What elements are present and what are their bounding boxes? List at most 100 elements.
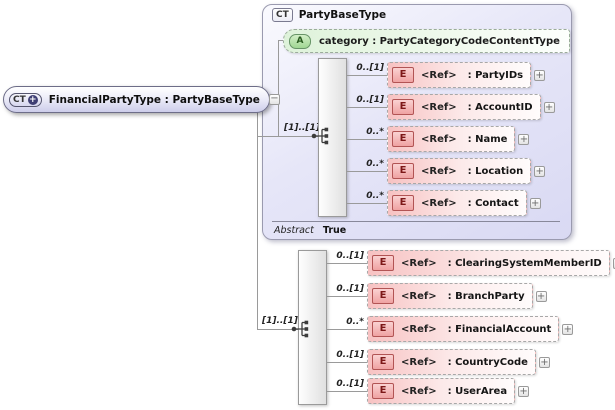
element-box-accountid[interactable]: E <Ref> : AccountID (387, 94, 541, 120)
branch-line: 0..[1] (326, 283, 367, 309)
collapse-button[interactable]: − (268, 93, 280, 105)
element-box-clearingsystemmemberid[interactable]: E <Ref> : ClearingSystemMemberID (367, 250, 610, 276)
sequence-bar-local[interactable] (298, 250, 327, 405)
complex-type-icon-label: CT (13, 94, 26, 105)
cardinality-label: 0..* (346, 317, 364, 327)
element-ref: <Ref> (401, 356, 437, 368)
element-row-clearingsystemmemberid: 0..[1] E <Ref> : ClearingSystemMemberID … (326, 250, 615, 276)
abstract-row: Abstract True (274, 225, 346, 236)
element-box-branchparty[interactable]: E <Ref> : BranchParty (367, 283, 533, 309)
element-ref: <Ref> (421, 69, 457, 81)
branch-line: 0..[1] (346, 94, 387, 120)
expand-button[interactable]: + (538, 356, 550, 368)
cardinality-label: 0..* (366, 191, 384, 201)
element-name: : Contact (467, 197, 519, 209)
connector-basetype-line (258, 136, 318, 137)
root-element-label: FinancialPartyType : PartyBaseType (48, 93, 260, 106)
element-icon: E (392, 163, 414, 179)
element-row-contact: 0..* E <Ref> : Contact + (346, 190, 541, 216)
element-box-financialaccount[interactable]: E <Ref> : FinancialAccount (367, 316, 560, 342)
branch-line: 0..* (346, 126, 387, 152)
connector-attr-line (278, 40, 279, 137)
element-box-location[interactable]: E <Ref> : Location (387, 158, 532, 184)
expand-button[interactable]: + (535, 290, 547, 302)
element-row-financialaccount: 0..* E <Ref> : FinancialAccount + (326, 316, 574, 342)
element-icon: E (372, 255, 394, 271)
basetype-header: CT PartyBaseType (272, 8, 386, 22)
element-row-userarea: 0..[1] E <Ref> : UserArea + (326, 378, 530, 404)
element-row-partyids: 0..[1] E <Ref> : PartyIDs + (346, 62, 546, 88)
element-icon: E (392, 195, 414, 211)
cardinality-label: 0..[1] (356, 63, 384, 73)
connector-trunk-line (257, 99, 258, 330)
derived-type-icon: + (27, 94, 38, 105)
branch-line: 0..* (326, 316, 367, 342)
element-name: : FinancialAccount (447, 323, 552, 335)
root-element[interactable]: CT + FinancialPartyType : PartyBaseType … (3, 86, 280, 113)
element-box-userarea[interactable]: E <Ref> : UserArea (367, 378, 516, 404)
element-ref: <Ref> (421, 101, 457, 113)
cardinality-label: 0..[1] (336, 379, 364, 389)
attribute-box-category[interactable]: A category : PartyCategoryCodeContentTyp… (283, 29, 570, 53)
element-icon: E (372, 321, 394, 337)
connector-sequence-line (258, 329, 298, 330)
expand-button[interactable]: + (534, 69, 546, 81)
expand-button[interactable]: + (529, 197, 541, 209)
element-name: : BranchParty (447, 290, 525, 302)
sequence-bar-basetype[interactable] (318, 58, 347, 217)
element-row-countrycode: 0..[1] E <Ref> : CountryCode + (326, 349, 550, 375)
element-box-name[interactable]: E <Ref> : Name (387, 126, 516, 152)
element-name: : CountryCode (447, 356, 528, 368)
cardinality-label: 0..[1] (336, 251, 364, 261)
footer-divider (272, 221, 560, 222)
element-ref: <Ref> (401, 385, 437, 397)
attribute-label: category : PartyCategoryCodeContentType (319, 35, 560, 47)
expand-button[interactable]: + (562, 323, 574, 335)
element-icon: E (372, 383, 394, 399)
expand-button[interactable]: + (518, 385, 530, 397)
element-ref: <Ref> (421, 165, 457, 177)
complex-type-icon: CT (272, 8, 293, 22)
cardinality-label: [1]..[1] (284, 123, 320, 133)
element-ref: <Ref> (421, 133, 457, 145)
cardinality-label: 0..[1] (356, 95, 384, 105)
connector-attr-stub (278, 40, 283, 41)
element-name: : UserArea (447, 385, 508, 397)
expand-button[interactable]: + (534, 165, 546, 177)
sequence-icon (311, 127, 329, 145)
element-name: : PartyIDs (467, 69, 524, 81)
cardinality-label: [1]..[1] (262, 316, 298, 326)
branch-line: 0..[1] (346, 62, 387, 88)
element-row-location: 0..* E <Ref> : Location + (346, 158, 546, 184)
cardinality-label: 0..* (366, 127, 384, 137)
element-ref: <Ref> (401, 290, 437, 302)
basetype-title: PartyBaseType (298, 9, 387, 21)
element-row-name: 0..* E <Ref> : Name + (346, 126, 530, 152)
root-element-box[interactable]: CT + FinancialPartyType : PartyBaseType (3, 86, 270, 113)
expand-button[interactable]: + (518, 133, 530, 145)
branch-line: 0..[1] (326, 378, 367, 404)
cardinality-label: 0..[1] (336, 284, 364, 294)
sequence-icon (291, 320, 309, 338)
element-ref: <Ref> (401, 257, 437, 269)
element-name: : ClearingSystemMemberID (447, 257, 602, 269)
attribute-icon: A (289, 33, 311, 49)
element-box-contact[interactable]: E <Ref> : Contact (387, 190, 527, 216)
element-icon: E (372, 288, 394, 304)
cardinality-label: 0..* (366, 159, 384, 169)
abstract-value: True (322, 225, 347, 236)
expand-button[interactable]: + (543, 101, 555, 113)
element-box-countrycode[interactable]: E <Ref> : CountryCode (367, 349, 536, 375)
element-icon: E (392, 131, 414, 147)
element-ref: <Ref> (421, 197, 457, 209)
element-name: : AccountID (467, 101, 533, 113)
branch-line: 0..[1] (326, 349, 367, 375)
branch-line: 0..* (346, 158, 387, 184)
element-name: : Name (467, 133, 508, 145)
element-icon: E (392, 99, 414, 115)
abstract-label: Abstract (274, 225, 314, 236)
element-box-partyids[interactable]: E <Ref> : PartyIDs (387, 62, 532, 88)
element-icon: E (392, 67, 414, 83)
complex-type-plus-icon: CT + (9, 92, 42, 107)
